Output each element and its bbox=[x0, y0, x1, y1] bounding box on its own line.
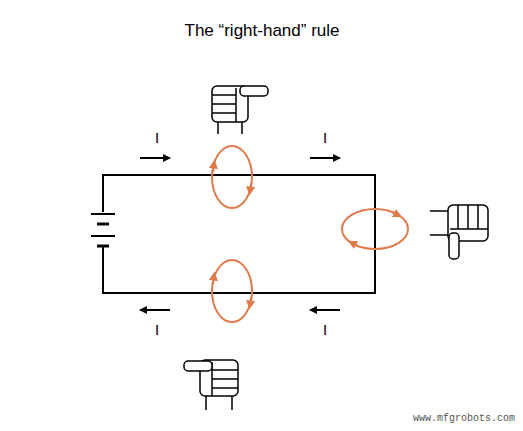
watermark: www.mfgrobots.com bbox=[413, 414, 515, 424]
circuit-wire bbox=[103, 175, 375, 293]
current-label: I bbox=[323, 130, 327, 145]
current-arrow bbox=[140, 158, 340, 310]
current-label: I bbox=[155, 322, 159, 337]
current-label: I bbox=[155, 130, 159, 145]
current-label: I bbox=[323, 322, 327, 337]
magnetic-field-loop bbox=[212, 146, 408, 322]
battery-symbol bbox=[91, 214, 115, 252]
diagram-title: The “right-hand” rule bbox=[185, 22, 340, 39]
hand-icon bbox=[184, 86, 488, 410]
